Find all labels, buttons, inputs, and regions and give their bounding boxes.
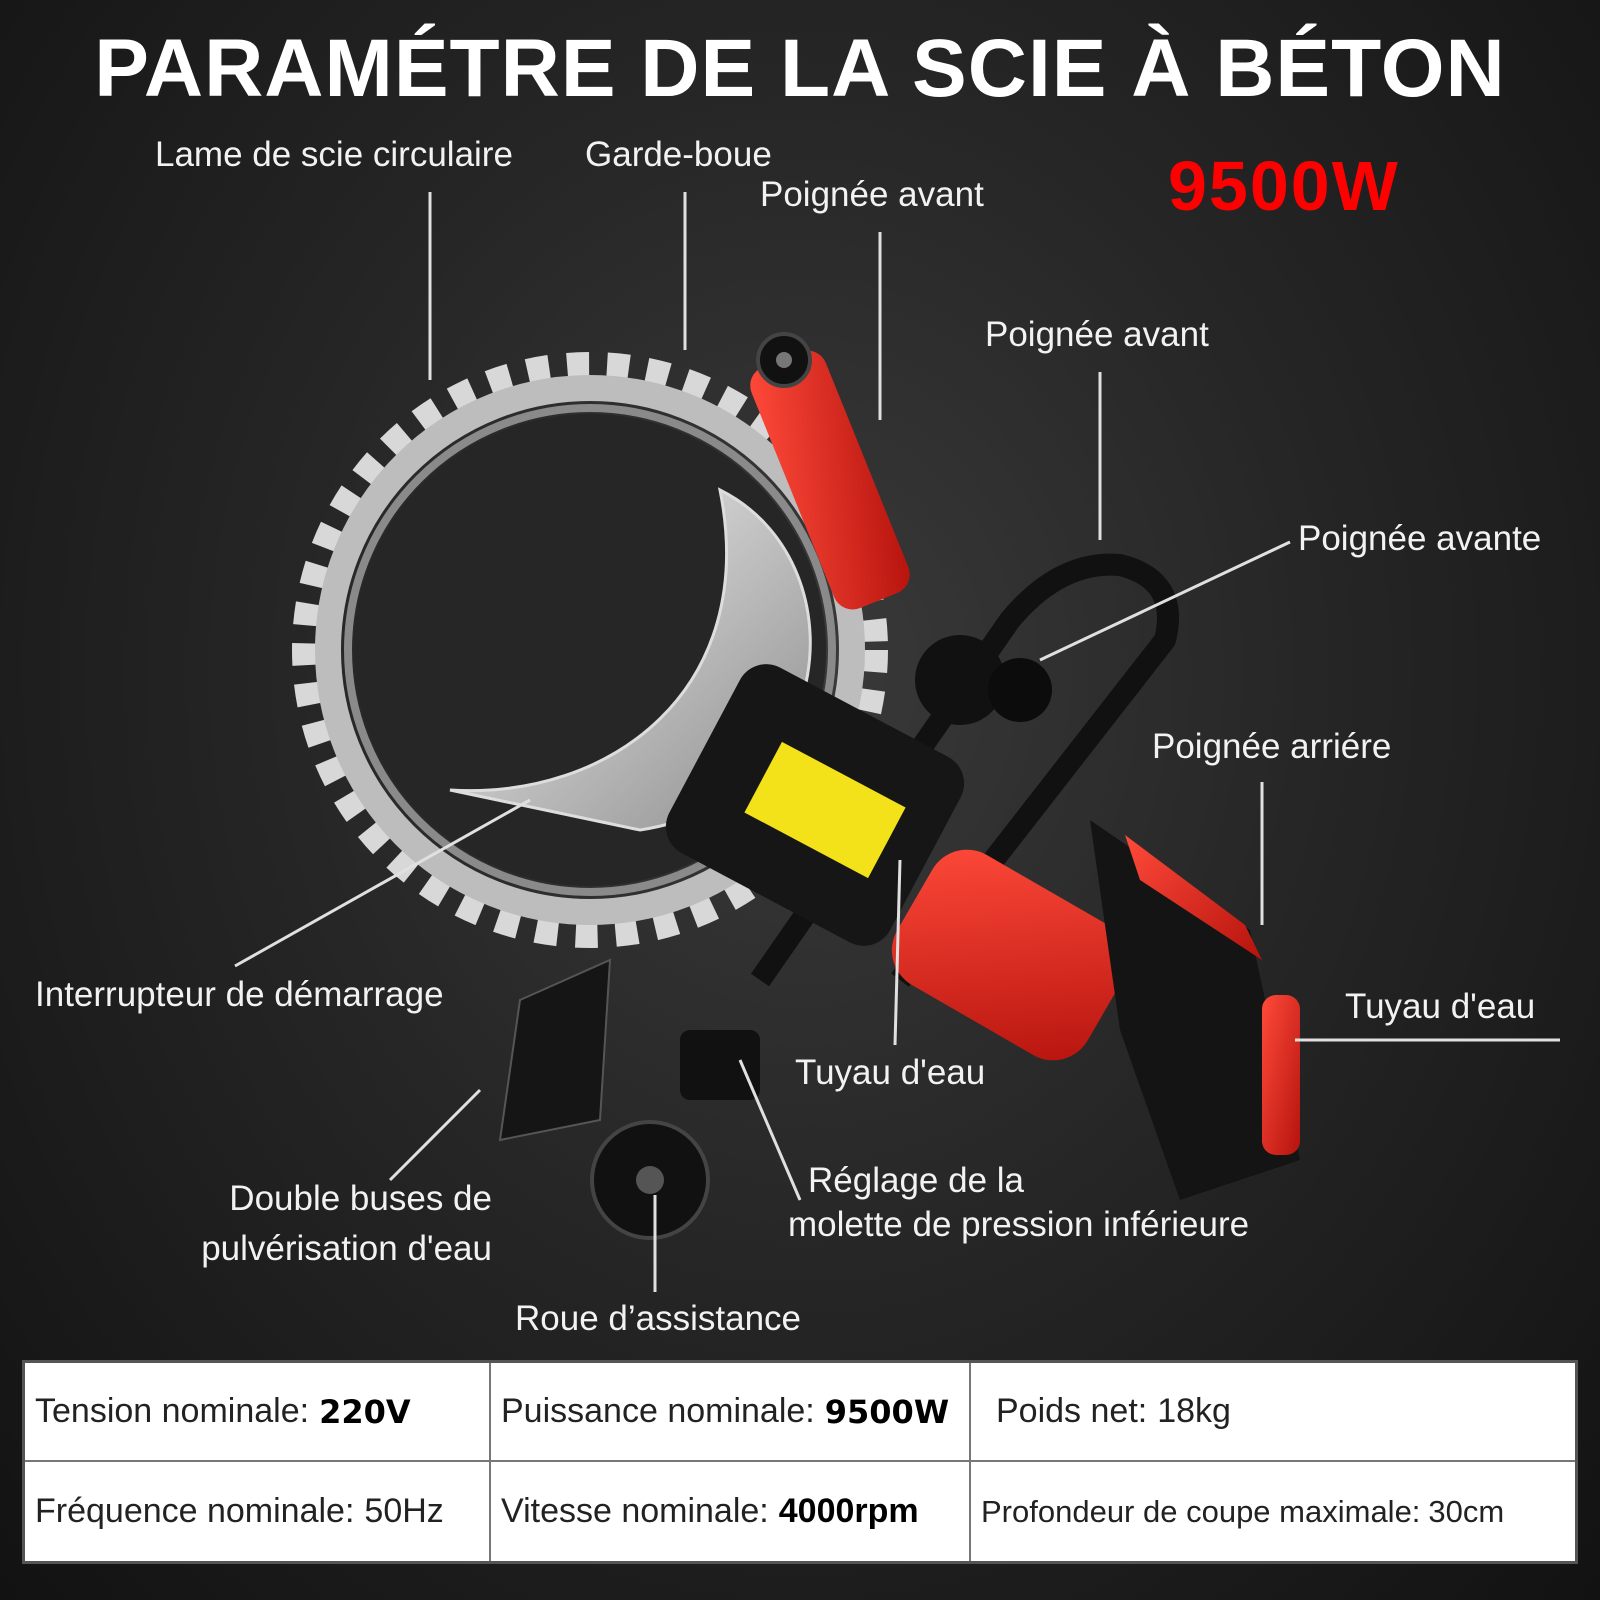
label-nozzles-line1: Double buses de (229, 1179, 492, 1218)
spec-value: 9500W (824, 1392, 950, 1431)
motor-body (665, 635, 1052, 946)
label-start-switch: Interrupteur de démarrage (35, 975, 444, 1014)
spec-value: 4000rpm (778, 1492, 919, 1530)
loop-handle (750, 553, 1179, 987)
power-badge: 9500W (1168, 147, 1400, 225)
page-title: PARAMÉTRE DE LA SCIE À BÉTON (94, 23, 1506, 114)
front-handle (750, 332, 910, 610)
rear-housing (891, 820, 1300, 1200)
label-water-pipe-center: Tuyau d'eau (795, 1053, 986, 1092)
label-mudguard: Garde-boue (585, 135, 772, 174)
label-pressure-line1: Réglage de la (808, 1161, 1024, 1200)
spec-cell: Fréquence nominale: 50Hz (25, 1462, 491, 1561)
spec-value: 50Hz (364, 1492, 444, 1530)
label-assist-wheel: Roue d’assistance (515, 1299, 801, 1338)
spec-label: Fréquence nominale: (35, 1492, 355, 1530)
spec-table: Tension nominale: 220V Puissance nominal… (22, 1360, 1578, 1564)
label-front-handle-3: Poignée avante (1298, 519, 1542, 558)
label-water-pipe-right: Tuyau d'eau (1345, 987, 1536, 1026)
lower-assembly (498, 958, 760, 1240)
label-blade: Lame de scie circulaire (155, 135, 513, 174)
spec-cell: Poids net: 18kg (971, 1363, 1575, 1462)
label-front-handle-1: Poignée avant (760, 175, 984, 214)
spec-cell: Puissance nominale: 9500W (491, 1363, 971, 1462)
spec-cell: Tension nominale: 220V (25, 1363, 491, 1462)
leader-lines (234, 192, 1560, 1292)
spec-label: Poids net: (996, 1392, 1148, 1430)
spec-label: Tension nominale: (35, 1392, 310, 1430)
label-pressure-line2: molette de pression inférieure (788, 1205, 1250, 1244)
spec-value: 220V (319, 1392, 411, 1431)
spec-label: Vitesse nominale: (501, 1492, 769, 1530)
spec-value: 30cm (1428, 1493, 1505, 1529)
label-nozzles-line2: pulvérisation d'eau (201, 1229, 492, 1268)
spec-label: Profondeur de coupe maximale: (981, 1493, 1421, 1529)
label-rear-handle: Poignée arriére (1152, 727, 1392, 766)
label-front-handle-2: Poignée avant (985, 315, 1209, 354)
spec-value: 18kg (1157, 1392, 1231, 1430)
spec-label: Puissance nominale: (501, 1392, 815, 1430)
spec-cell: Vitesse nominale: 4000rpm (491, 1462, 971, 1561)
spec-cell: Profondeur de coupe maximale: 30cm (971, 1462, 1575, 1561)
